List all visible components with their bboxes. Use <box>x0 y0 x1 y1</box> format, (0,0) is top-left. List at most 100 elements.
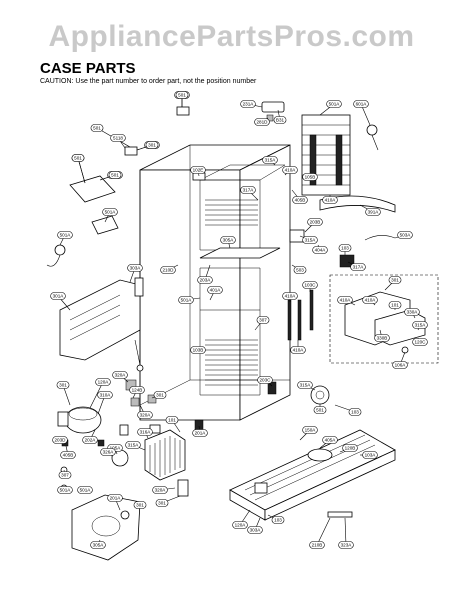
position-label: 501 <box>74 156 82 161</box>
position-label: 210B <box>312 543 323 548</box>
leader-line <box>344 517 347 546</box>
position-tag <box>388 301 402 309</box>
position-tag <box>52 436 68 444</box>
watermark-text: AppliancePartsPros.com <box>48 20 415 53</box>
position-tag <box>145 141 159 149</box>
position-label: 501A <box>181 298 193 303</box>
position-tag <box>322 196 338 204</box>
position-tag <box>95 378 111 386</box>
position-tag <box>350 263 366 271</box>
position-label: 103 <box>274 518 282 523</box>
position-tag <box>129 386 145 394</box>
position-tag <box>82 436 98 444</box>
leader-line <box>77 157 86 184</box>
leader-line <box>316 517 331 546</box>
position-label: 315A <box>415 323 427 328</box>
position-label: 203C <box>260 378 272 383</box>
position-label: 501A <box>60 233 72 238</box>
leader-line <box>89 381 104 409</box>
position-label: 120A <box>235 523 247 528</box>
position-label: 5118 <box>113 136 123 141</box>
position-tag <box>312 246 328 254</box>
position-label: 501 <box>316 408 324 413</box>
position-tag <box>302 173 318 181</box>
position-label: 124B <box>132 388 143 393</box>
position-tag <box>412 321 428 329</box>
position-tag <box>388 276 402 284</box>
position-label: 101 <box>168 418 176 423</box>
position-tag <box>152 486 168 494</box>
position-tag <box>71 154 85 162</box>
page-title: CASE PARTS <box>40 60 136 77</box>
position-label: 320A <box>155 488 167 493</box>
condenser-coil-drawing <box>144 424 189 497</box>
position-label: 410A <box>285 294 297 299</box>
position-tag <box>293 266 307 274</box>
position-label: 503A <box>400 233 412 238</box>
position-label: 203B <box>310 220 321 225</box>
position-label: 317A <box>243 188 255 193</box>
position-tag <box>160 266 176 274</box>
position-label: 305A <box>223 238 235 243</box>
position-tag <box>110 134 126 142</box>
position-label: 106A <box>395 363 407 368</box>
position-tag <box>165 416 179 424</box>
position-label: 410A <box>325 198 337 203</box>
position-tag <box>127 264 143 272</box>
position-label: 315A <box>300 383 312 388</box>
position-label: 315A <box>128 443 140 448</box>
position-label: 201A <box>110 496 122 501</box>
position-tag <box>337 296 353 304</box>
position-tag <box>302 281 318 289</box>
position-tag <box>257 376 273 384</box>
position-tag <box>90 541 106 549</box>
position-label: B31 <box>276 118 285 123</box>
position-tag <box>412 338 428 346</box>
position-label: 103 <box>351 410 359 415</box>
position-tag <box>353 100 369 108</box>
position-label: 305A <box>93 543 105 548</box>
drain-pan-drawing <box>71 494 141 561</box>
position-tag <box>302 426 318 434</box>
position-label: 501 <box>178 93 186 98</box>
position-tag <box>313 406 327 414</box>
position-tag <box>362 296 378 304</box>
position-label: 101 <box>391 303 399 308</box>
position-label: 103 <box>341 246 349 251</box>
position-label: 201A <box>195 431 207 436</box>
position-tag <box>50 292 66 300</box>
position-tag <box>374 334 390 342</box>
position-tag <box>153 391 167 399</box>
position-tag <box>133 501 147 509</box>
position-label: 103B <box>193 348 204 353</box>
base-plate-drawing <box>229 429 396 521</box>
position-label: 501A <box>80 488 92 493</box>
position-tag <box>112 371 128 379</box>
position-label: 316A <box>140 430 152 435</box>
position-tag <box>247 526 263 534</box>
position-tag <box>404 308 420 316</box>
position-tag <box>297 381 313 389</box>
right-side-parts <box>287 229 396 341</box>
position-tag <box>207 286 223 294</box>
caution-note: CAUTION: Use the part number to order pa… <box>40 78 257 85</box>
position-tag <box>192 429 208 437</box>
position-label: 105A <box>110 446 122 451</box>
top-left-parts <box>46 106 190 267</box>
position-tag <box>282 292 298 300</box>
position-tag <box>137 428 153 436</box>
position-label: 105B <box>305 175 316 180</box>
ice-maker-box <box>329 274 439 364</box>
position-tag <box>125 441 141 449</box>
position-label: 401A <box>210 288 222 293</box>
position-label: 410A <box>340 298 352 303</box>
position-tag <box>365 208 381 216</box>
position-label: 601A <box>356 102 368 107</box>
position-tag <box>137 411 153 419</box>
position-label: 301 <box>136 503 144 508</box>
position-label: 317A <box>353 265 365 270</box>
position-label: 301 <box>148 143 156 148</box>
position-tag <box>240 186 256 194</box>
position-label: 203A <box>200 278 212 283</box>
